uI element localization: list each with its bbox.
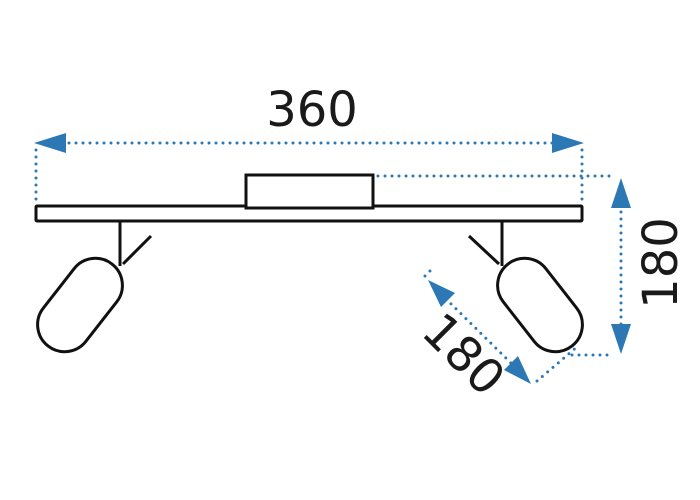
width-label: 360 — [266, 82, 358, 138]
width-arrow-right — [552, 133, 584, 153]
depth-arrow-lower — [504, 356, 531, 384]
lamp-outline — [34, 173, 584, 354]
left-spotlight-brace — [121, 234, 153, 266]
height-arrow-top — [611, 178, 631, 208]
canopy-box — [244, 173, 375, 210]
depth-lower-extension-line — [535, 344, 580, 383]
width-arrow-left — [34, 133, 66, 153]
depth-arrow-upper — [428, 280, 455, 307]
right-spotlight-head — [496, 256, 584, 354]
height-arrow-bottom — [611, 324, 631, 354]
depth-label: 180 — [411, 302, 515, 406]
left-spotlight-head — [36, 256, 124, 354]
width-dimension: 360 — [34, 82, 584, 205]
right-spotlight-brace — [467, 234, 501, 266]
depth-dotted-line — [439, 292, 520, 372]
height-dimension: 180 — [376, 174, 689, 357]
depth-upper-extension-line — [423, 265, 436, 278]
height-label: 180 — [633, 217, 689, 309]
